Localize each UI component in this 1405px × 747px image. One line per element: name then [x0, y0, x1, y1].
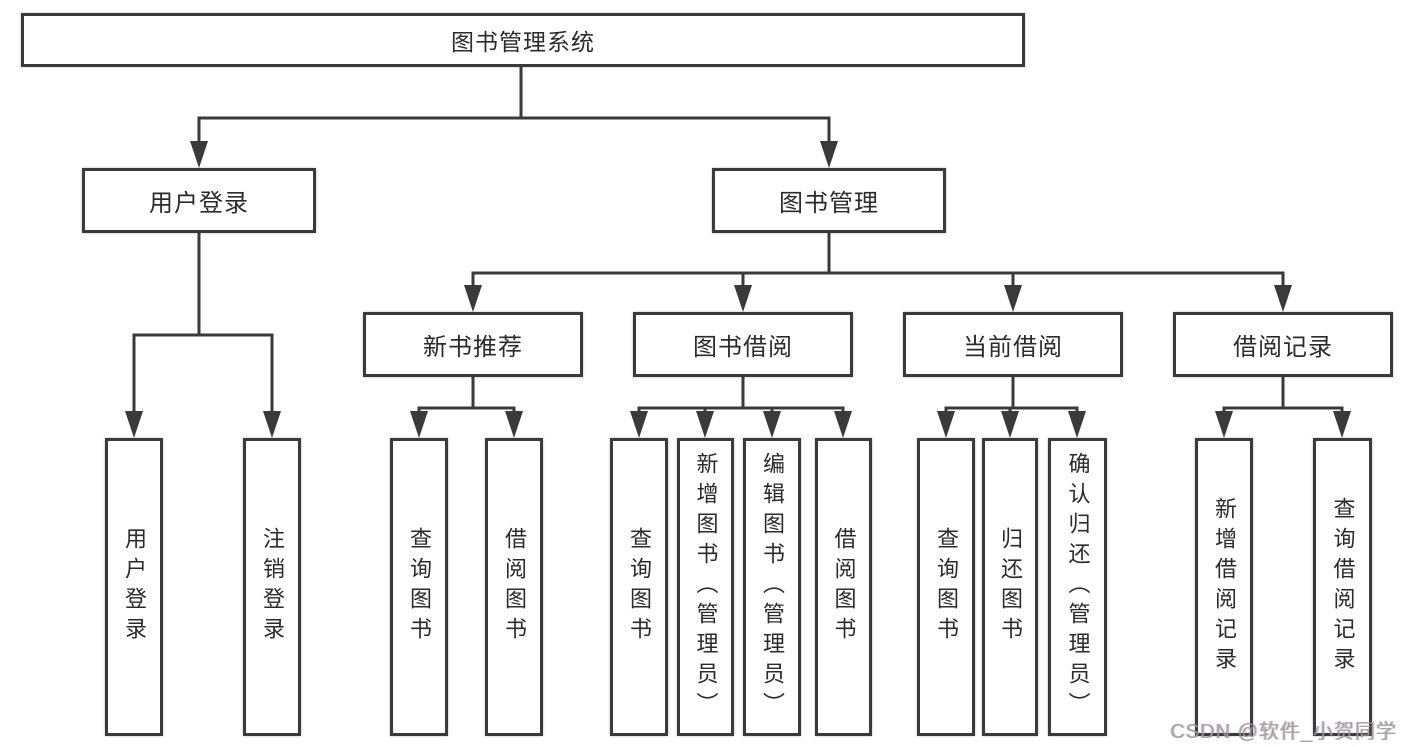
node-leaf-add-book-admin: 新增图书（管理员） — [677, 438, 734, 736]
node-leaf-return-book: 归还图书 — [982, 438, 1038, 736]
node-leaf-query-book-borrow: 查询图书 — [610, 438, 668, 736]
connector-borrow-record-to-leaves — [1215, 375, 1351, 438]
connector-current-borrow-to-leaves — [937, 375, 1086, 438]
node-borrow-record: 借阅记录 — [1173, 312, 1393, 377]
node-leaf-confirm-return-admin: 确认归还（管理员） — [1048, 438, 1107, 736]
node-current-borrow: 当前借阅 — [903, 312, 1123, 377]
connector-user-login-to-leaves — [125, 231, 281, 438]
csdn-watermark: CSDN @软件_小贺同学 — [1170, 721, 1397, 743]
connector-root-to-level2 — [190, 65, 838, 168]
node-leaf-add-borrow-record: 新增借阅记录 — [1195, 438, 1253, 736]
connector-book-borrow-to-leaves — [630, 375, 852, 438]
node-leaf-query-book-recommend: 查询图书 — [390, 438, 448, 736]
node-leaf-query-borrow-record: 查询借阅记录 — [1313, 438, 1372, 736]
node-leaf-logout: 注销登录 — [243, 438, 301, 736]
node-leaf-borrow-book-recommend: 借阅图书 — [485, 438, 543, 736]
node-library-management-system: 图书管理系统 — [21, 13, 1025, 67]
node-user-login: 用户登录 — [82, 168, 316, 233]
node-new-book-recommend: 新书推荐 — [363, 312, 583, 377]
connector-new-book-recommend-to-leaves — [410, 375, 523, 438]
node-book-management: 图书管理 — [712, 168, 946, 233]
node-book-borrow: 图书借阅 — [633, 312, 853, 377]
node-leaf-edit-book-admin: 编辑图书（管理员） — [743, 438, 801, 736]
node-leaf-user-login: 用户登录 — [105, 438, 163, 736]
connector-book-management-to-level3 — [464, 231, 1292, 312]
node-leaf-query-book-current: 查询图书 — [917, 438, 975, 736]
node-leaf-borrow-book: 借阅图书 — [815, 438, 872, 736]
